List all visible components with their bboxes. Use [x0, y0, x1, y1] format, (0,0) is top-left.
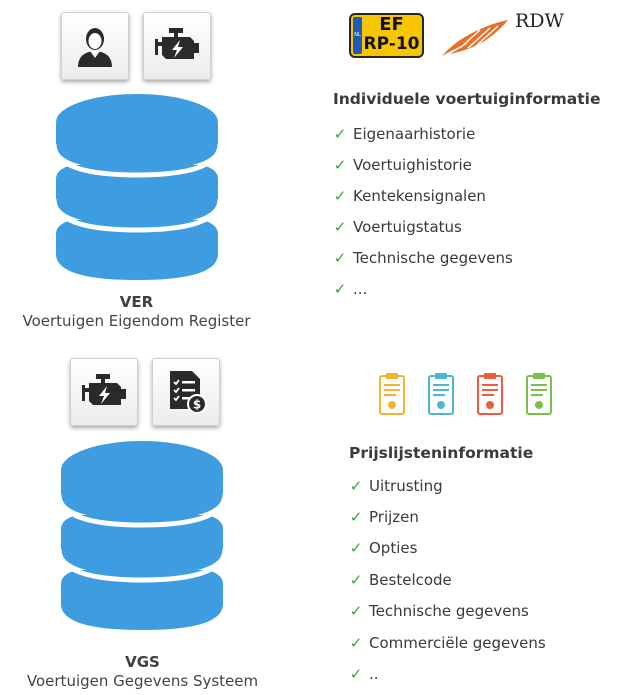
price-document-icon-tile: $ — [152, 358, 220, 426]
list-item: ✓ Technische gegevens — [333, 242, 513, 273]
list-item-label: Voertuigstatus — [353, 217, 462, 236]
check-icon: ✓ — [333, 155, 347, 174]
list-item-label: Commerciële gegevens — [369, 633, 546, 652]
list-item-label: Bestelcode — [369, 570, 452, 589]
list-item: ✓ Uitrusting — [349, 470, 546, 501]
check-icon: ✓ — [349, 602, 363, 621]
plate-line-2: RP-10 — [363, 34, 420, 54]
person-icon — [78, 28, 112, 67]
check-icon: ✓ — [333, 217, 347, 236]
engine-icon — [155, 28, 199, 59]
list-item: ✓ Voertuighistorie — [333, 149, 513, 180]
check-icon: ✓ — [349, 665, 363, 684]
check-icon: ✓ — [349, 476, 363, 495]
list-item: ✓... — [333, 273, 513, 304]
list-item: ✓.. — [349, 658, 546, 689]
clipboard-icon — [379, 373, 405, 415]
individual-info-list: ✓ Eigenaarhistorie ✓ Voertuighistorie ✓ Ken… — [333, 118, 513, 304]
ver-abbreviation: VER — [119, 293, 154, 311]
rdw-logo-icon — [442, 20, 508, 56]
pricelist-info-heading: Prijslijsteninformatie — [349, 444, 534, 462]
svg-text:$: $ — [193, 398, 201, 412]
list-item-label: Eigenaarhistorie — [353, 124, 476, 143]
check-icon: ✓ — [333, 124, 347, 143]
license-plate: NL EF RP-10 — [349, 13, 424, 58]
list-item-label: Opties — [369, 539, 418, 558]
check-icon: ✓ — [333, 248, 347, 267]
list-item: ✓ Voertuigstatus — [333, 211, 513, 242]
list-item: ✓ Commerciële gegevens — [349, 627, 546, 658]
check-icon: ✓ — [349, 570, 363, 589]
ver-database-icon — [52, 94, 222, 280]
ver-full-name: Voertuigen Eigendom Register — [22, 312, 251, 330]
check-icon: ✓ — [333, 279, 347, 298]
list-item-label: Uitrusting — [369, 476, 443, 495]
clipboard-icon — [477, 373, 503, 415]
list-item-label: Prijzen — [369, 508, 419, 527]
check-icon: ✓ — [349, 508, 363, 527]
vgs-caption: VGS Voertuigen Gegevens Systeem — [0, 653, 285, 691]
list-item: ✓ Kentekensignalen — [333, 180, 513, 211]
check-icon: ✓ — [349, 633, 363, 652]
check-icon: ✓ — [333, 186, 347, 205]
vgs-database-icon — [57, 441, 227, 630]
individual-info-heading: Individuele voertuiginformatie — [333, 90, 601, 108]
pricelist-info-list: ✓ Uitrusting ✓ Prijzen ✓ Opties ✓ Bestelcode… — [349, 470, 546, 690]
vgs-full-name: Voertuigen Gegevens Systeem — [26, 672, 259, 690]
list-item-label: Kentekensignalen — [353, 186, 486, 205]
list-item: ✓ Prijzen — [349, 501, 546, 532]
ver-caption: VER Voertuigen Eigendom Register — [0, 293, 273, 331]
engine-icon-tile — [143, 12, 211, 80]
plate-country-code: NL — [353, 17, 362, 54]
list-item: ✓ Bestelcode — [349, 564, 546, 595]
list-item: ✓ Opties — [349, 533, 546, 564]
plate-line-1: EF — [379, 14, 404, 35]
list-item-label: Technische gegevens — [369, 602, 529, 621]
rdw-brand-text: RDW — [515, 10, 565, 32]
list-item-label: .. — [369, 665, 379, 684]
list-item: ✓ Technische gegevens — [349, 596, 546, 627]
vgs-abbreviation: VGS — [125, 653, 160, 671]
list-item-label: Voertuighistorie — [353, 155, 472, 174]
price-document-icon: $ — [170, 371, 207, 414]
engine-icon — [82, 374, 126, 405]
clipboard-icons — [379, 373, 552, 415]
list-item-label: ... — [353, 279, 368, 298]
list-item-label: Technische gegevens — [353, 248, 513, 267]
check-icon: ✓ — [349, 539, 363, 558]
list-item: ✓ Eigenaarhistorie — [333, 118, 513, 149]
engine-icon-tile — [70, 358, 138, 426]
clipboard-icon — [526, 373, 552, 415]
clipboard-icon — [428, 373, 454, 415]
person-icon-tile — [61, 12, 129, 80]
